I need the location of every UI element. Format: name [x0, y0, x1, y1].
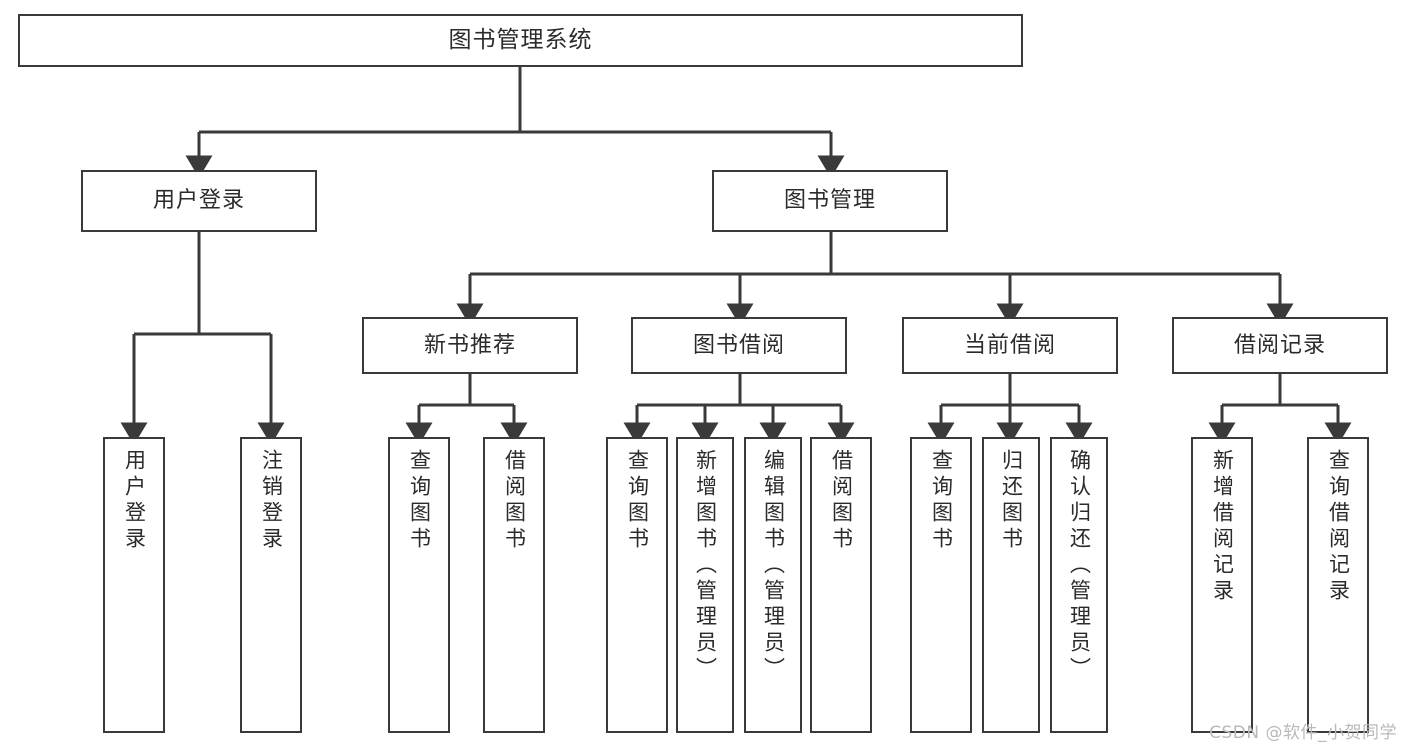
leaf-current-query-book[interactable]: 查询图书 — [910, 437, 972, 733]
node-book-borrow[interactable]: 图书借阅 — [631, 317, 847, 374]
node-label: 当前借阅 — [963, 332, 1056, 358]
node-label: 查询图书 — [625, 449, 650, 553]
node-label: 注销登录 — [259, 449, 284, 553]
node-borrow-records[interactable]: 借阅记录 — [1172, 317, 1388, 374]
node-label: 借阅图书 — [502, 449, 527, 553]
node-current-borrow[interactable]: 当前借阅 — [902, 317, 1118, 374]
node-label: 借阅记录 — [1233, 332, 1326, 358]
node-label: 查询图书 — [407, 449, 432, 553]
node-root-system[interactable]: 图书管理系统 — [18, 14, 1023, 67]
node-label: 查询借阅记录 — [1326, 449, 1351, 605]
leaf-user-login-login[interactable]: 用户登录 — [103, 437, 165, 733]
node-label: 新书推荐 — [423, 332, 516, 358]
node-user-login[interactable]: 用户登录 — [81, 170, 317, 232]
leaf-current-return-book[interactable]: 归还图书 — [982, 437, 1040, 733]
leaf-recommend-borrow-book[interactable]: 借阅图书 — [483, 437, 545, 733]
leaf-user-login-logout[interactable]: 注销登录 — [240, 437, 302, 733]
node-label: 新增图书（管理员） — [693, 449, 718, 683]
watermark-text: CSDN @软件_小贺同学 — [1209, 723, 1397, 743]
node-label: 编辑图书（管理员） — [761, 449, 786, 683]
node-label: 图书管理 — [783, 188, 876, 214]
leaf-borrow-query-book[interactable]: 查询图书 — [606, 437, 668, 733]
node-label: 归还图书 — [999, 449, 1024, 553]
node-label: 确认归还（管理员） — [1067, 449, 1092, 683]
leaf-current-confirm-return-admin[interactable]: 确认归还（管理员） — [1050, 437, 1108, 733]
node-label: 新增借阅记录 — [1210, 449, 1235, 605]
leaf-borrow-edit-book-admin[interactable]: 编辑图书（管理员） — [744, 437, 802, 733]
leaf-records-query-record[interactable]: 查询借阅记录 — [1307, 437, 1369, 733]
node-new-book-recommend[interactable]: 新书推荐 — [362, 317, 578, 374]
leaf-records-add-record[interactable]: 新增借阅记录 — [1191, 437, 1253, 733]
node-book-management[interactable]: 图书管理 — [712, 170, 948, 232]
leaf-borrow-add-book-admin[interactable]: 新增图书（管理员） — [676, 437, 734, 733]
leaf-borrow-borrow-book[interactable]: 借阅图书 — [810, 437, 872, 733]
node-label: 图书管理系统 — [448, 26, 593, 53]
node-label: 用户登录 — [152, 188, 245, 214]
node-label: 借阅图书 — [829, 449, 854, 553]
leaf-recommend-query-book[interactable]: 查询图书 — [388, 437, 450, 733]
node-label: 查询图书 — [929, 449, 954, 553]
node-label: 用户登录 — [122, 449, 147, 553]
node-label: 图书借阅 — [692, 332, 785, 358]
